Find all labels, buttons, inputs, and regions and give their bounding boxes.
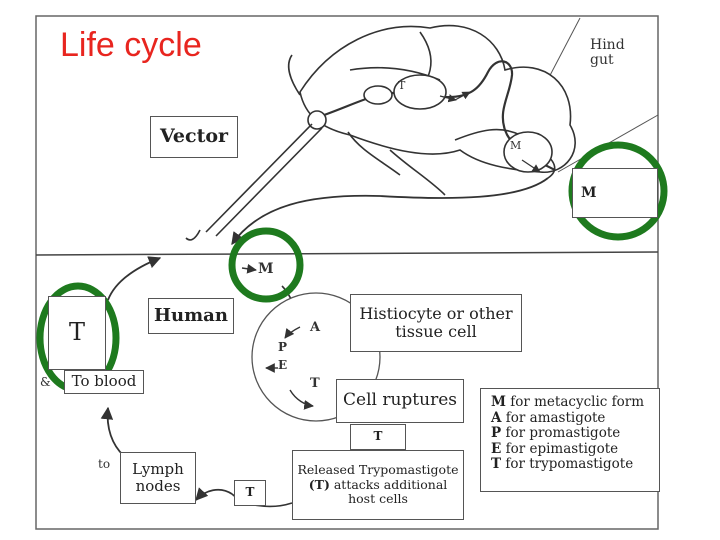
released-T-bold: (T) bbox=[308, 476, 330, 492]
histiocyte-box: Histiocyte or other tissue cell bbox=[350, 294, 522, 352]
M-vector-label: M bbox=[510, 139, 522, 152]
highlight-circle-M-mid bbox=[228, 227, 304, 303]
key-row-P: P for promastigote bbox=[491, 425, 621, 441]
T-left-label: T bbox=[68, 318, 85, 347]
key-row-E: E for epimastigote bbox=[491, 440, 619, 457]
lymph-nodes-box: Lymph nodes bbox=[120, 452, 196, 504]
T-bottom-box: T bbox=[234, 480, 266, 506]
amp-label: & bbox=[40, 375, 51, 389]
released-line-2: (T) attacks additional bbox=[308, 476, 448, 492]
M-right-label: M bbox=[581, 184, 597, 201]
human-box: Human bbox=[148, 298, 234, 334]
cycle-arrow-A-P bbox=[284, 326, 301, 339]
slide-title: Life cycle bbox=[60, 26, 202, 64]
P-cell-label: P bbox=[278, 340, 288, 354]
T-rupture-label: T bbox=[373, 429, 383, 444]
arrow-T-to-vector bbox=[107, 256, 162, 301]
vector-label: Vector bbox=[159, 125, 229, 148]
gut-arrow-2 bbox=[454, 91, 471, 101]
legend-key: M for metacyclic form A for amastigote P… bbox=[480, 388, 660, 492]
section-divider bbox=[35, 251, 659, 256]
released-line-3: host cells bbox=[348, 491, 408, 507]
released-box: Released Trypomastigote (T) attacks addi… bbox=[292, 450, 464, 520]
key-row-M: M for metacyclic form bbox=[491, 394, 644, 410]
cycle-arrow-T bbox=[289, 389, 314, 410]
hind-gut-label: Hind gut bbox=[590, 37, 625, 68]
cell-ruptures-label: Cell ruptures bbox=[343, 390, 457, 411]
histiocyte-label: Histiocyte or other tissue cell bbox=[359, 303, 513, 341]
T-rupture-box: T bbox=[350, 424, 406, 450]
arrow-to-bite bbox=[231, 177, 549, 246]
M-right-box: M bbox=[572, 168, 658, 218]
released-line-1: Released Trypomastigote bbox=[297, 462, 459, 478]
to-label: to bbox=[98, 457, 111, 471]
arrow-lymph-to-blood bbox=[100, 406, 125, 457]
lymph-nodes-label: Lymph nodes bbox=[132, 459, 184, 495]
gut-arrow-3 bbox=[521, 159, 541, 173]
E-cell-label: E bbox=[278, 358, 288, 372]
A-cell-label: A bbox=[310, 320, 321, 335]
gut-arrow-1 bbox=[439, 94, 457, 103]
arrow-T-to-lymph bbox=[195, 487, 233, 501]
released-line-2-rest: attacks additional bbox=[329, 476, 448, 492]
arrow-into-M bbox=[241, 263, 257, 274]
T-cell-label: T bbox=[310, 376, 320, 391]
T-vector-label: T bbox=[398, 79, 406, 92]
key-row-T: T for trypomastigote bbox=[491, 456, 634, 472]
vector-box: Vector bbox=[150, 116, 238, 158]
outer-frame bbox=[35, 15, 659, 530]
bug-illustration bbox=[185, 24, 576, 241]
human-label: Human bbox=[154, 304, 228, 326]
to-blood-box: To blood bbox=[64, 370, 144, 394]
key-row-A: A for amastigote bbox=[491, 409, 606, 426]
cell-ruptures-box: Cell ruptures bbox=[336, 379, 464, 423]
T-bottom-label: T bbox=[245, 485, 255, 500]
T-left-box: T bbox=[48, 296, 106, 370]
to-blood-label: To blood bbox=[71, 372, 137, 391]
M-mid-label: M bbox=[258, 261, 274, 277]
